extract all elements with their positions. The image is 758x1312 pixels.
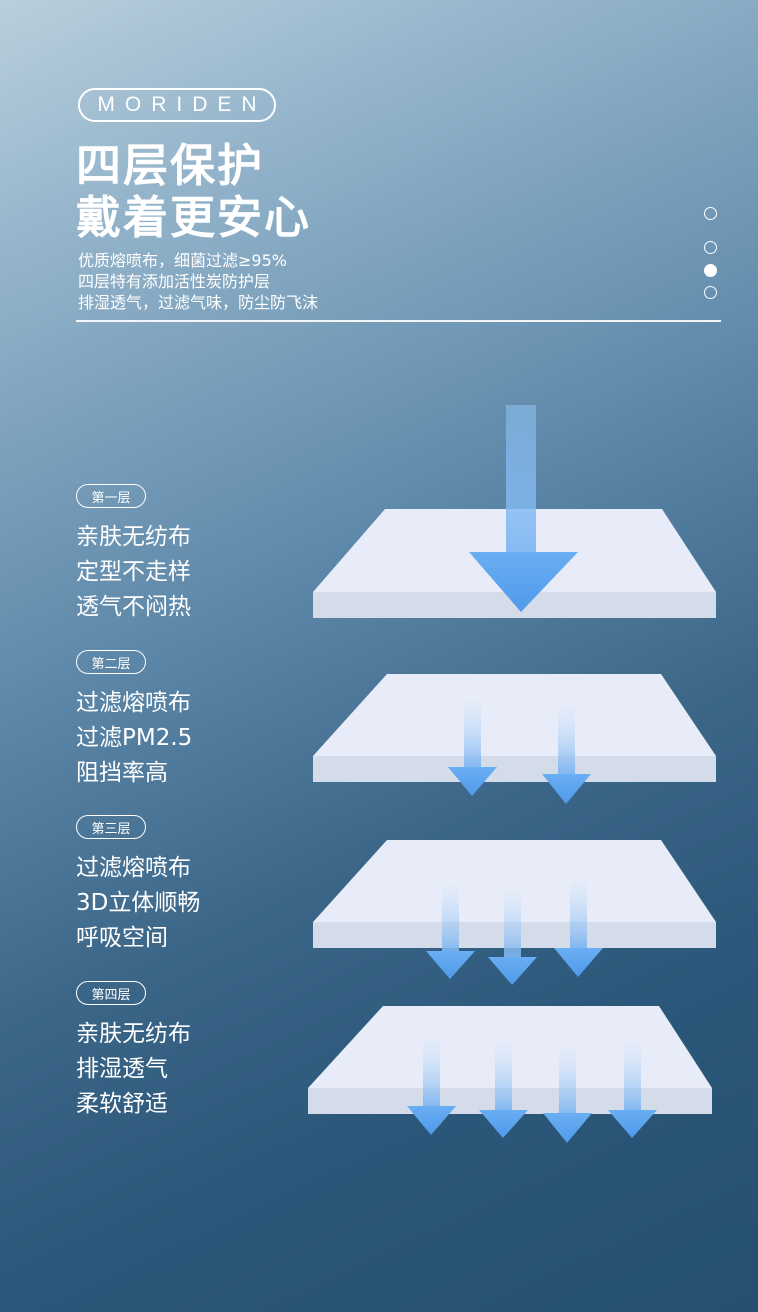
brand-badge: MORIDEN	[78, 88, 276, 122]
layer-4-line-1: 亲肤无纺布	[76, 1021, 191, 1047]
layer-1-line-2: 定型不走样	[76, 559, 191, 585]
layer-2-badge: 第二层	[76, 650, 146, 674]
layer-3-line-2: 3D立体顺畅	[76, 890, 201, 916]
layer-3-badge: 第三层	[76, 815, 146, 839]
page-dot-3[interactable]	[704, 264, 717, 277]
layer-2-arrow-icon	[448, 702, 497, 796]
layer-2-slab	[313, 674, 716, 782]
description-line-3: 排湿透气，过滤气味，防尘防飞沫	[78, 293, 319, 312]
headline-line-2: 戴着更安心	[76, 191, 312, 244]
layer-4-arrow-icon	[479, 1044, 528, 1138]
layer-2-line-3: 阻挡率高	[76, 760, 168, 786]
header-divider	[76, 320, 721, 322]
layer-4-badge: 第四层	[76, 981, 146, 1005]
description-line-2: 四层特有添加活性炭防护层	[78, 272, 271, 291]
layer-3-arrow-icon	[554, 882, 603, 977]
layer-4-arrow-icon	[543, 1048, 592, 1143]
layer-2-line-2: 过滤PM2.5	[76, 725, 193, 751]
layer-3-arrow-icon	[488, 892, 537, 985]
layer-1-line-1: 亲肤无纺布	[76, 524, 191, 550]
layer-2-arrow-icon	[542, 708, 591, 804]
layer-4-line-3: 柔软舒适	[76, 1091, 168, 1117]
page-indicator	[704, 205, 724, 305]
layer-4-arrow-icon	[608, 1044, 657, 1138]
layer-4-arrow-icon	[407, 1040, 456, 1135]
layer-3-arrow-icon	[426, 886, 475, 979]
layer-1-arrow-icon	[469, 405, 578, 612]
layer-1-badge: 第一层	[76, 484, 146, 508]
page-dot-4[interactable]	[704, 286, 717, 299]
layer-1-line-3: 透气不闷热	[76, 594, 191, 620]
layer-2-line-1: 过滤熔喷布	[76, 690, 191, 716]
headline-line-1: 四层保护	[76, 139, 265, 192]
page-dot-1[interactable]	[704, 207, 717, 220]
layer-4-line-2: 排湿透气	[76, 1056, 168, 1082]
layer-3-line-1: 过滤熔喷布	[76, 855, 191, 881]
page-dot-2[interactable]	[704, 241, 717, 254]
layer-3-line-3: 呼吸空间	[76, 925, 168, 951]
description-line-1: 优质熔喷布，细菌过滤≥95%	[78, 251, 287, 270]
